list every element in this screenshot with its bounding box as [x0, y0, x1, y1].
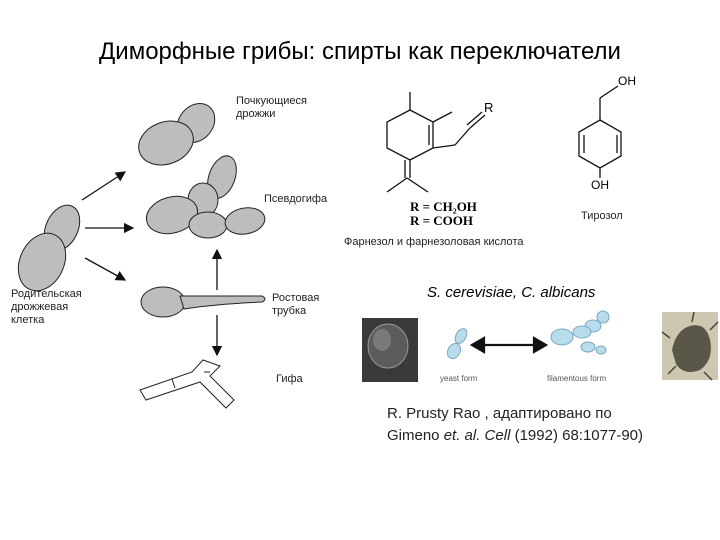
tyrosol-oh-bottom: OH: [591, 178, 609, 192]
filamentous-form-label: filamentous form: [547, 374, 607, 383]
credit-ref: (1992) 68:1077-90): [510, 427, 643, 444]
pseudohyphae-cells: [145, 155, 266, 239]
slide-title: Диморфные грибы: спирты как переключател…: [99, 38, 621, 65]
formula-line-2: R = COOH: [410, 213, 474, 228]
label-parent-cell: Родительская дрожжевая клетка: [11, 288, 82, 326]
arrows: [81, 171, 223, 357]
credit-line-2: Gimeno et. al. Cell (1992) 68:1077-90): [387, 425, 643, 447]
label-budding-yeast: Почкующиеся дрожжи: [236, 95, 307, 120]
label-germ-tube: Ростовая трубка: [272, 292, 320, 317]
credit-line-1: R. Prusty Rao , адаптировано по: [387, 403, 643, 425]
label-pseudohyphae: Псевдогифа: [264, 193, 328, 205]
tyrosol-structure: [578, 85, 622, 178]
species-label: S. cerevisiae, C. albicans: [427, 284, 596, 301]
credit-journal: et. al. Cell: [443, 427, 511, 444]
yeast-form-label: yeast form: [440, 374, 478, 383]
tyrosol-oh-top: OH: [618, 74, 636, 88]
hypha-cell: [139, 359, 235, 409]
germ-tube-cell: [140, 286, 266, 318]
budding-yeast-cells: [138, 103, 216, 166]
credit-author: R. Prusty: [387, 405, 449, 422]
tyrosol-caption: Тирозол: [581, 210, 623, 222]
farnesol-r-group: R: [484, 100, 494, 115]
credit-citation: R. Prusty Rao , адаптировано по Gimeno e…: [387, 403, 643, 447]
formula-line-1: R = CH₂OH: [410, 199, 477, 214]
credit-adapted: Rao , адаптировано по: [448, 405, 612, 422]
credit-gimeno: Gimeno: [387, 427, 444, 444]
yeast-form-cells: [446, 328, 468, 360]
label-hypha: Гифа: [276, 373, 303, 385]
parent-yeast-cell: [17, 204, 81, 292]
farnesol-formulas: R = CH₂OH R = COOH: [410, 200, 477, 228]
farnesol-caption: Фарнезол и фарнезоловая кислота: [344, 236, 524, 248]
farnesol-structure: [386, 92, 486, 193]
filamentous-photo: [661, 311, 719, 381]
double-arrow: [469, 336, 549, 354]
yeast-photo: [362, 318, 418, 382]
filamentous-form-cells: [550, 310, 610, 355]
